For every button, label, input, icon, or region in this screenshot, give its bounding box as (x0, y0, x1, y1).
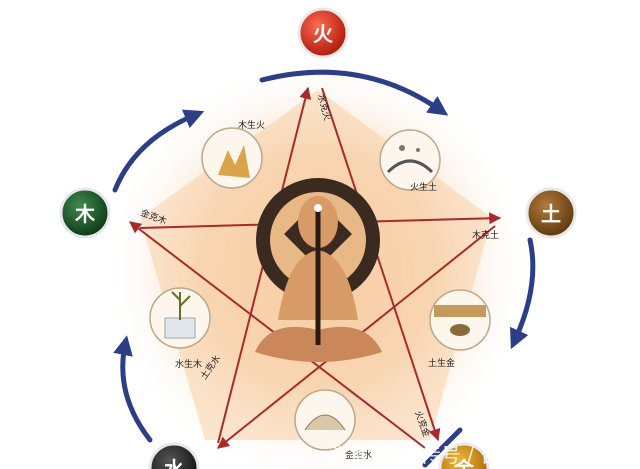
cycle-arrow-metal-water (422, 427, 463, 468)
element-water-label: 水 (164, 457, 185, 469)
element-metal: 金 (438, 442, 490, 469)
control-arrow-fire-metal (321, 87, 441, 442)
label-water-wood: 水生木 (175, 358, 202, 370)
element-metal-label: 金 (453, 457, 475, 469)
element-earth-label: 土 (541, 202, 561, 226)
illustration-water-wood (149, 287, 211, 349)
element-water: 水 (148, 442, 200, 469)
cycle-arrow-fire-earth (259, 69, 449, 116)
element-water-circle (148, 442, 200, 469)
element-fire: 火 (297, 7, 349, 59)
illustration-fire-earth (379, 129, 441, 191)
element-earth: 土 (525, 187, 577, 239)
element-metal-circle (438, 442, 490, 469)
cycle-arrow-earth-metal (510, 237, 536, 350)
figure-bindu (314, 204, 322, 212)
illustration-earth-metal (429, 289, 491, 351)
label-fire-earth: 火生土 (410, 181, 437, 193)
generation-cycle (112, 69, 536, 468)
element-wood-label: 木 (74, 202, 96, 226)
element-wood-circle (59, 187, 111, 239)
label-wood-fire: 木生火 (238, 119, 265, 131)
watermark: 头条 @ 快传号 / 吉 (328, 443, 500, 467)
element-fire-label: 火 (313, 22, 334, 46)
element-fire-circle (297, 7, 349, 59)
label-metal-water: 金生水 (345, 449, 372, 461)
cycle-arrow-wood-fire (112, 109, 205, 193)
illustration-metal-water (294, 389, 356, 451)
label-earth-metal: 土生金 (428, 357, 455, 369)
cycle-arrow-water-wood (113, 335, 153, 443)
element-wood: 木 (59, 187, 111, 239)
element-earth-circle (525, 187, 577, 239)
meditating-figure (255, 178, 382, 362)
illustration-wood-fire (201, 127, 263, 189)
label-wood-earth: 木克土 (472, 229, 499, 241)
